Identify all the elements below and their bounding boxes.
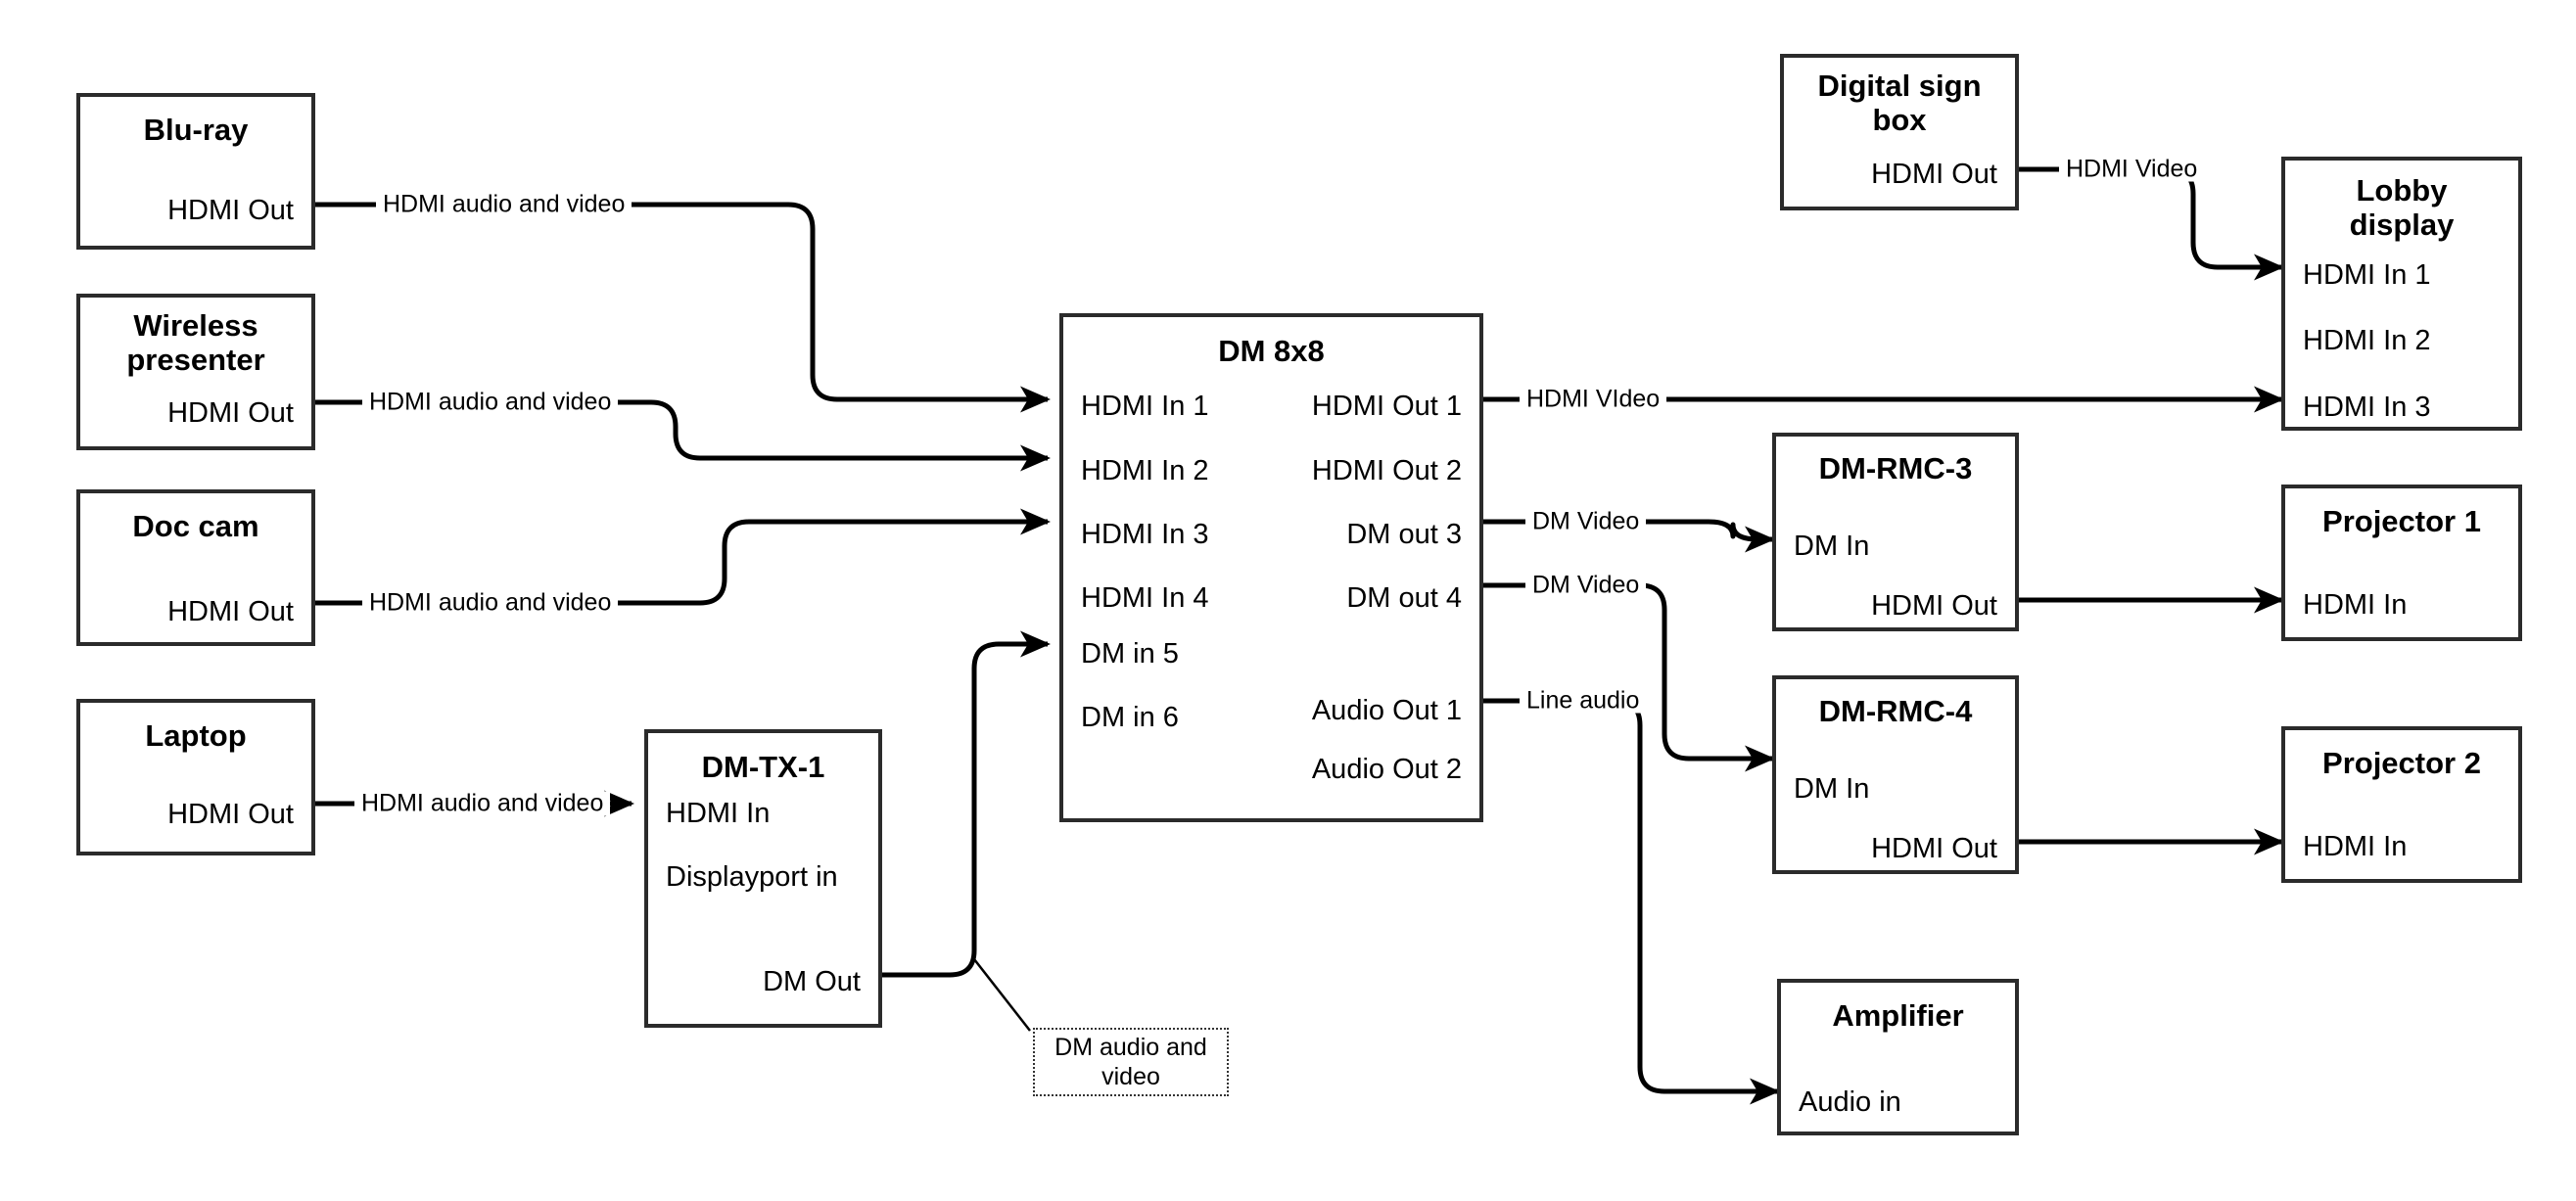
wire-label-aout1-to-amplifier: Line audio: [1520, 688, 1647, 714]
port-projector2-hdmi-in[interactable]: HDMI In: [2303, 831, 2408, 862]
port-lobby-hdmi-in-1[interactable]: HDMI In 1: [2303, 259, 2431, 291]
node-dm-rmc-4[interactable]: DM-RMC-4 DM In HDMI Out: [1772, 675, 2019, 874]
port-dmtx1-hdmi-in[interactable]: HDMI In: [666, 798, 771, 829]
port-dm8x8-dm-in-5[interactable]: DM in 5: [1081, 638, 1179, 670]
node-bluray-title: Blu-ray: [143, 113, 249, 147]
port-laptop-hdmi-out[interactable]: HDMI Out: [167, 799, 294, 830]
wire-label-bluray-to-in1: HDMI audio and video: [376, 192, 632, 217]
node-dm-rmc-3-title: DM-RMC-3: [1818, 451, 1973, 485]
node-laptop-title: Laptop: [145, 718, 247, 753]
port-amplifier-audio-in[interactable]: Audio in: [1799, 1086, 1901, 1118]
port-dm8x8-dm-out-3[interactable]: DM out 3: [1346, 519, 1462, 550]
port-dmtx1-dm-out[interactable]: DM Out: [763, 966, 861, 997]
wire-label-wireless-to-in2: HDMI audio and video: [362, 390, 619, 415]
port-bluray-hdmi-out[interactable]: HDMI Out: [167, 195, 294, 226]
wire-dmtx1-to-in5: [882, 630, 1052, 978]
node-projector-1-title: Projector 1: [2322, 504, 2481, 538]
node-dm-8x8-title: DM 8x8: [1218, 334, 1325, 368]
port-dmrmc4-dm-in[interactable]: DM In: [1794, 773, 1870, 805]
port-dmrmc3-hdmi-out[interactable]: HDMI Out: [1871, 590, 1997, 622]
port-dm8x8-audio-out-2[interactable]: Audio Out 2: [1311, 754, 1462, 785]
port-dm8x8-hdmi-in-2[interactable]: HDMI In 2: [1081, 455, 1209, 486]
port-dm8x8-hdmi-out-2[interactable]: HDMI Out 2: [1311, 455, 1462, 486]
port-projector1-hdmi-in[interactable]: HDMI In: [2303, 589, 2408, 621]
node-dm-rmc-3[interactable]: DM-RMC-3 DM In HDMI Out: [1772, 433, 2019, 631]
node-dm-tx-1[interactable]: DM-TX-1 HDMI In Displayport in DM Out: [644, 729, 882, 1028]
node-wireless-presenter[interactable]: Wireless presenter HDMI Out: [76, 294, 315, 450]
port-dm8x8-hdmi-in-3[interactable]: HDMI In 3: [1081, 519, 1209, 550]
node-dm-rmc-4-title: DM-RMC-4: [1818, 694, 1973, 728]
node-digital-sign-box-title: Digital sign box: [1817, 69, 1982, 137]
wire-label-out3-to-dmrmc3: DM Video: [1525, 509, 1647, 534]
leader-dm-audio-video: [973, 958, 1031, 1032]
port-lobby-hdmi-in-2[interactable]: HDMI In 2: [2303, 325, 2431, 356]
port-wireless-hdmi-out[interactable]: HDMI Out: [167, 397, 294, 429]
node-lobby-display-title: Lobby display: [2349, 173, 2455, 242]
port-doccam-hdmi-out[interactable]: HDMI Out: [167, 596, 294, 627]
node-doc-cam-title: Doc cam: [132, 509, 259, 543]
port-dm8x8-dm-out-4[interactable]: DM out 4: [1346, 582, 1462, 614]
wire-label-laptop-to-dmtx1: HDMI audio and video: [354, 791, 611, 816]
port-dm8x8-hdmi-out-1[interactable]: HDMI Out 1: [1311, 391, 1462, 422]
port-dmrmc3-dm-in[interactable]: DM In: [1794, 531, 1870, 562]
wire-aout1-to-amplifier: [1483, 698, 1781, 1105]
node-dm-8x8[interactable]: DM 8x8 HDMI In 1 HDMI In 2 HDMI In 3 HDM…: [1059, 313, 1483, 822]
port-dmtx1-displayport-in[interactable]: Displayport in: [666, 861, 838, 893]
wire-label-out1-to-lobby-in3: HDMI VIdeo: [1520, 387, 1667, 412]
callout-dm-audio-and-video: DM audio and video: [1033, 1028, 1229, 1096]
wire-sign-to-lobby-in1: [2019, 166, 2285, 281]
node-projector-1[interactable]: Projector 1 HDMI In: [2281, 485, 2522, 641]
node-projector-2-title: Projector 2: [2322, 746, 2481, 780]
wire-bluray-to-in1: [315, 202, 1052, 413]
node-doc-cam[interactable]: Doc cam HDMI Out: [76, 489, 315, 646]
wire-label-out4-to-dmrmc4: DM Video: [1525, 573, 1647, 598]
node-lobby-display[interactable]: Lobby display HDMI In 1 HDMI In 2 HDMI I…: [2281, 157, 2522, 431]
node-projector-2[interactable]: Projector 2 HDMI In: [2281, 726, 2522, 883]
node-digital-sign-box[interactable]: Digital sign box HDMI Out: [1780, 54, 2019, 210]
port-dm8x8-audio-out-1[interactable]: Audio Out 1: [1311, 695, 1462, 726]
node-amplifier-title: Amplifier: [1832, 998, 1964, 1033]
port-dmrmc4-hdmi-out[interactable]: HDMI Out: [1871, 833, 1997, 864]
wire-label-doccam-to-in3: HDMI audio and video: [362, 590, 619, 616]
port-dm8x8-hdmi-in-4[interactable]: HDMI In 4: [1081, 582, 1209, 614]
port-digitalsign-hdmi-out[interactable]: HDMI Out: [1871, 159, 1997, 190]
node-amplifier[interactable]: Amplifier Audio in: [1777, 979, 2019, 1135]
port-dm8x8-hdmi-in-1[interactable]: HDMI In 1: [1081, 391, 1209, 422]
node-bluray[interactable]: Blu-ray HDMI Out: [76, 93, 315, 250]
node-laptop[interactable]: Laptop HDMI Out: [76, 699, 315, 855]
port-dm8x8-dm-in-6[interactable]: DM in 6: [1081, 702, 1179, 733]
port-lobby-hdmi-in-3[interactable]: HDMI In 3: [2303, 392, 2431, 423]
wire-out4-to-dmrmc4: [1483, 582, 1776, 772]
node-wireless-presenter-title: Wireless presenter: [126, 308, 265, 377]
wire-label-sign-to-lobby-in1: HDMI Video: [2059, 157, 2205, 182]
node-dm-tx-1-title: DM-TX-1: [701, 750, 825, 784]
